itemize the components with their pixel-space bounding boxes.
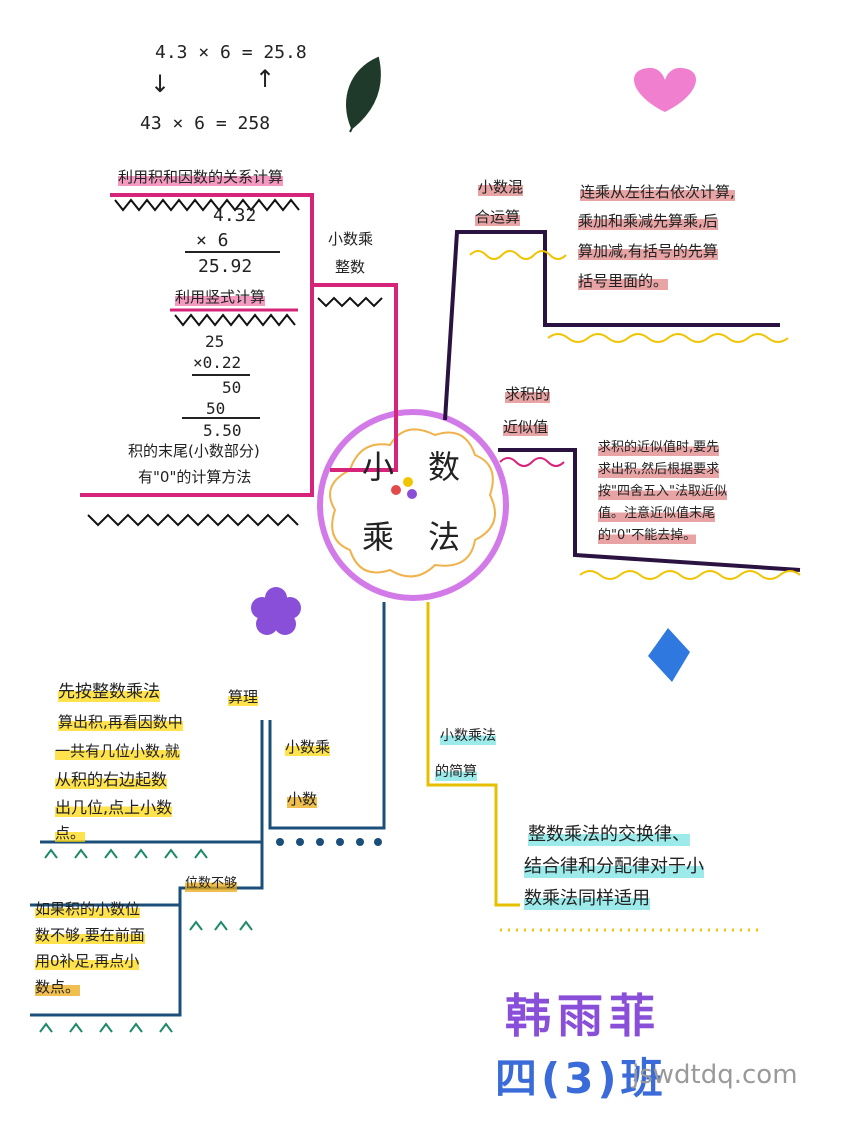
calc1-line1: 4.32 bbox=[213, 205, 257, 226]
calc2-line3: 50 bbox=[222, 378, 242, 397]
heart-icon bbox=[633, 67, 697, 112]
calc2-line1: 25 bbox=[205, 332, 225, 351]
mixed-desc-line4: 括号里面的。 bbox=[578, 272, 669, 290]
center-char-2: 数 bbox=[428, 448, 461, 486]
approx-desc-line4: 值。注意近似值末尾 bbox=[598, 506, 716, 522]
decimal-sub2-line3: 用0补足,再点小 bbox=[35, 952, 140, 970]
integer-zigzag-4 bbox=[87, 513, 299, 527]
decimal-sub1-line6: 点。 bbox=[55, 824, 86, 842]
integer-branch-line bbox=[110, 193, 398, 472]
calc2-line2: ×0.22 bbox=[193, 353, 242, 372]
approx-branch-label-2: 近似值 bbox=[503, 418, 549, 436]
mixed-desc-line2: 乘加和乘减先算乘,后 bbox=[578, 212, 718, 230]
simplify-branch-line bbox=[426, 602, 520, 907]
integer-sub3-line2: 有"0"的计算方法 bbox=[138, 468, 252, 486]
arrow-up-icon: ↑ bbox=[255, 65, 276, 93]
flower-icon bbox=[251, 587, 301, 635]
integer-branch-label-1: 小数乘 bbox=[328, 230, 374, 248]
author-class: 四(3)班 bbox=[495, 1054, 667, 1103]
decimal-sub2-label: 位数不够 bbox=[185, 876, 238, 892]
decimal-branch-label-1: 小数乘 bbox=[285, 738, 331, 756]
decimal-sub1-line2: 算出积,再看因数中 bbox=[58, 713, 183, 731]
center-char-1: 小 bbox=[362, 448, 395, 486]
integer-sub2-title: 利用竖式计算 bbox=[175, 288, 266, 306]
green-grass-row bbox=[39, 848, 253, 1033]
integer-zigzag-2 bbox=[174, 313, 296, 327]
integer-zigzag-1 bbox=[114, 198, 300, 212]
decimal-sub2-line2: 数不够,要在前面 bbox=[35, 926, 145, 944]
mixed-branch-label-1: 小数混 bbox=[478, 178, 524, 196]
decimal-sub2-line1: 如果积的小数位 bbox=[35, 900, 141, 918]
decimal-branch-line-3 bbox=[30, 842, 264, 1017]
arrow-down-icon: ↓ bbox=[150, 70, 171, 98]
leaf-icon bbox=[346, 56, 381, 133]
calc1-line2: × 6 bbox=[196, 230, 229, 251]
approx-wave-2 bbox=[579, 570, 801, 580]
approx-desc-line1: 求积的近似值时,要先 bbox=[598, 440, 720, 456]
approx-branch-line bbox=[498, 448, 801, 572]
mixed-wave-1 bbox=[469, 250, 567, 260]
center-cloud bbox=[329, 428, 496, 578]
integer-sub3-line1: 积的末尾(小数部分) bbox=[128, 442, 260, 460]
diamond-icon bbox=[648, 628, 690, 682]
center-dot-red bbox=[391, 485, 401, 495]
integer-sub1-title: 利用积和因数的关系计算 bbox=[118, 168, 284, 186]
calc2-line5: 5.50 bbox=[203, 421, 242, 440]
calc1-line3: 25.92 bbox=[198, 256, 253, 277]
decimal-branch-line bbox=[268, 602, 386, 830]
approx-branch-label-1: 求积的 bbox=[505, 385, 551, 403]
mixed-desc-line1: 连乘从左往右依次计算, bbox=[580, 183, 735, 201]
simplify-desc-line2: 结合律和分配律对于小 bbox=[524, 856, 704, 878]
decimal-sub1-line5: 出几位,点上小数 bbox=[55, 798, 173, 818]
decimal-sub1-line3: 一共有几位小数,就 bbox=[55, 742, 180, 760]
approx-wave-1 bbox=[499, 457, 565, 467]
mixed-desc-line3: 算加减,有括号的先算 bbox=[578, 242, 718, 260]
center-char-3: 乘 bbox=[362, 518, 395, 556]
watermark: jswdtdq.com bbox=[632, 1060, 798, 1090]
mixed-branch-label-2: 合运算 bbox=[475, 208, 521, 226]
integer-branch-label-2: 整数 bbox=[335, 258, 366, 276]
blue-dots-row bbox=[276, 838, 382, 846]
author-name: 韩雨菲 bbox=[505, 989, 661, 1043]
approx-desc-line3: 按"四舍五入"法取近似 bbox=[598, 484, 727, 500]
center-circle bbox=[317, 409, 509, 601]
simplify-branch-label-2: 的简算 bbox=[435, 764, 477, 781]
decimal-sub2-line4: 数点。 bbox=[35, 978, 81, 996]
approx-desc-line5: 的"0"不能去掉。 bbox=[598, 528, 697, 544]
center-dot-yellow bbox=[403, 477, 413, 487]
decimal-sub1-label: 算理 bbox=[228, 688, 259, 706]
decimal-sub1-line1: 先按整数乘法 bbox=[58, 682, 160, 703]
simplify-branch-label-1: 小数乘法 bbox=[440, 728, 496, 745]
simplify-desc-line1: 整数乘法的交换律、 bbox=[528, 824, 690, 846]
mixed-branch-line bbox=[443, 230, 780, 421]
center-dot-purple bbox=[407, 489, 417, 499]
center-char-4: 法 bbox=[428, 518, 461, 556]
top-example-line1: 4.3 × 6 = 25.8 bbox=[155, 42, 307, 63]
approx-desc-line2: 求出积,然后根据要求 bbox=[598, 462, 720, 478]
integer-branch-line-2 bbox=[80, 285, 314, 497]
decimal-sub1-line4: 从积的右边起数 bbox=[55, 770, 168, 790]
mixed-wave-2 bbox=[547, 333, 789, 343]
calc2-line4: 50 bbox=[206, 399, 226, 418]
integer-zigzag-3 bbox=[317, 296, 383, 308]
decimal-branch-label-2: 小数 bbox=[287, 790, 318, 808]
top-example-line2: 43 × 6 = 258 bbox=[140, 113, 271, 134]
simplify-desc-line3: 数乘法同样适用 bbox=[524, 888, 650, 910]
